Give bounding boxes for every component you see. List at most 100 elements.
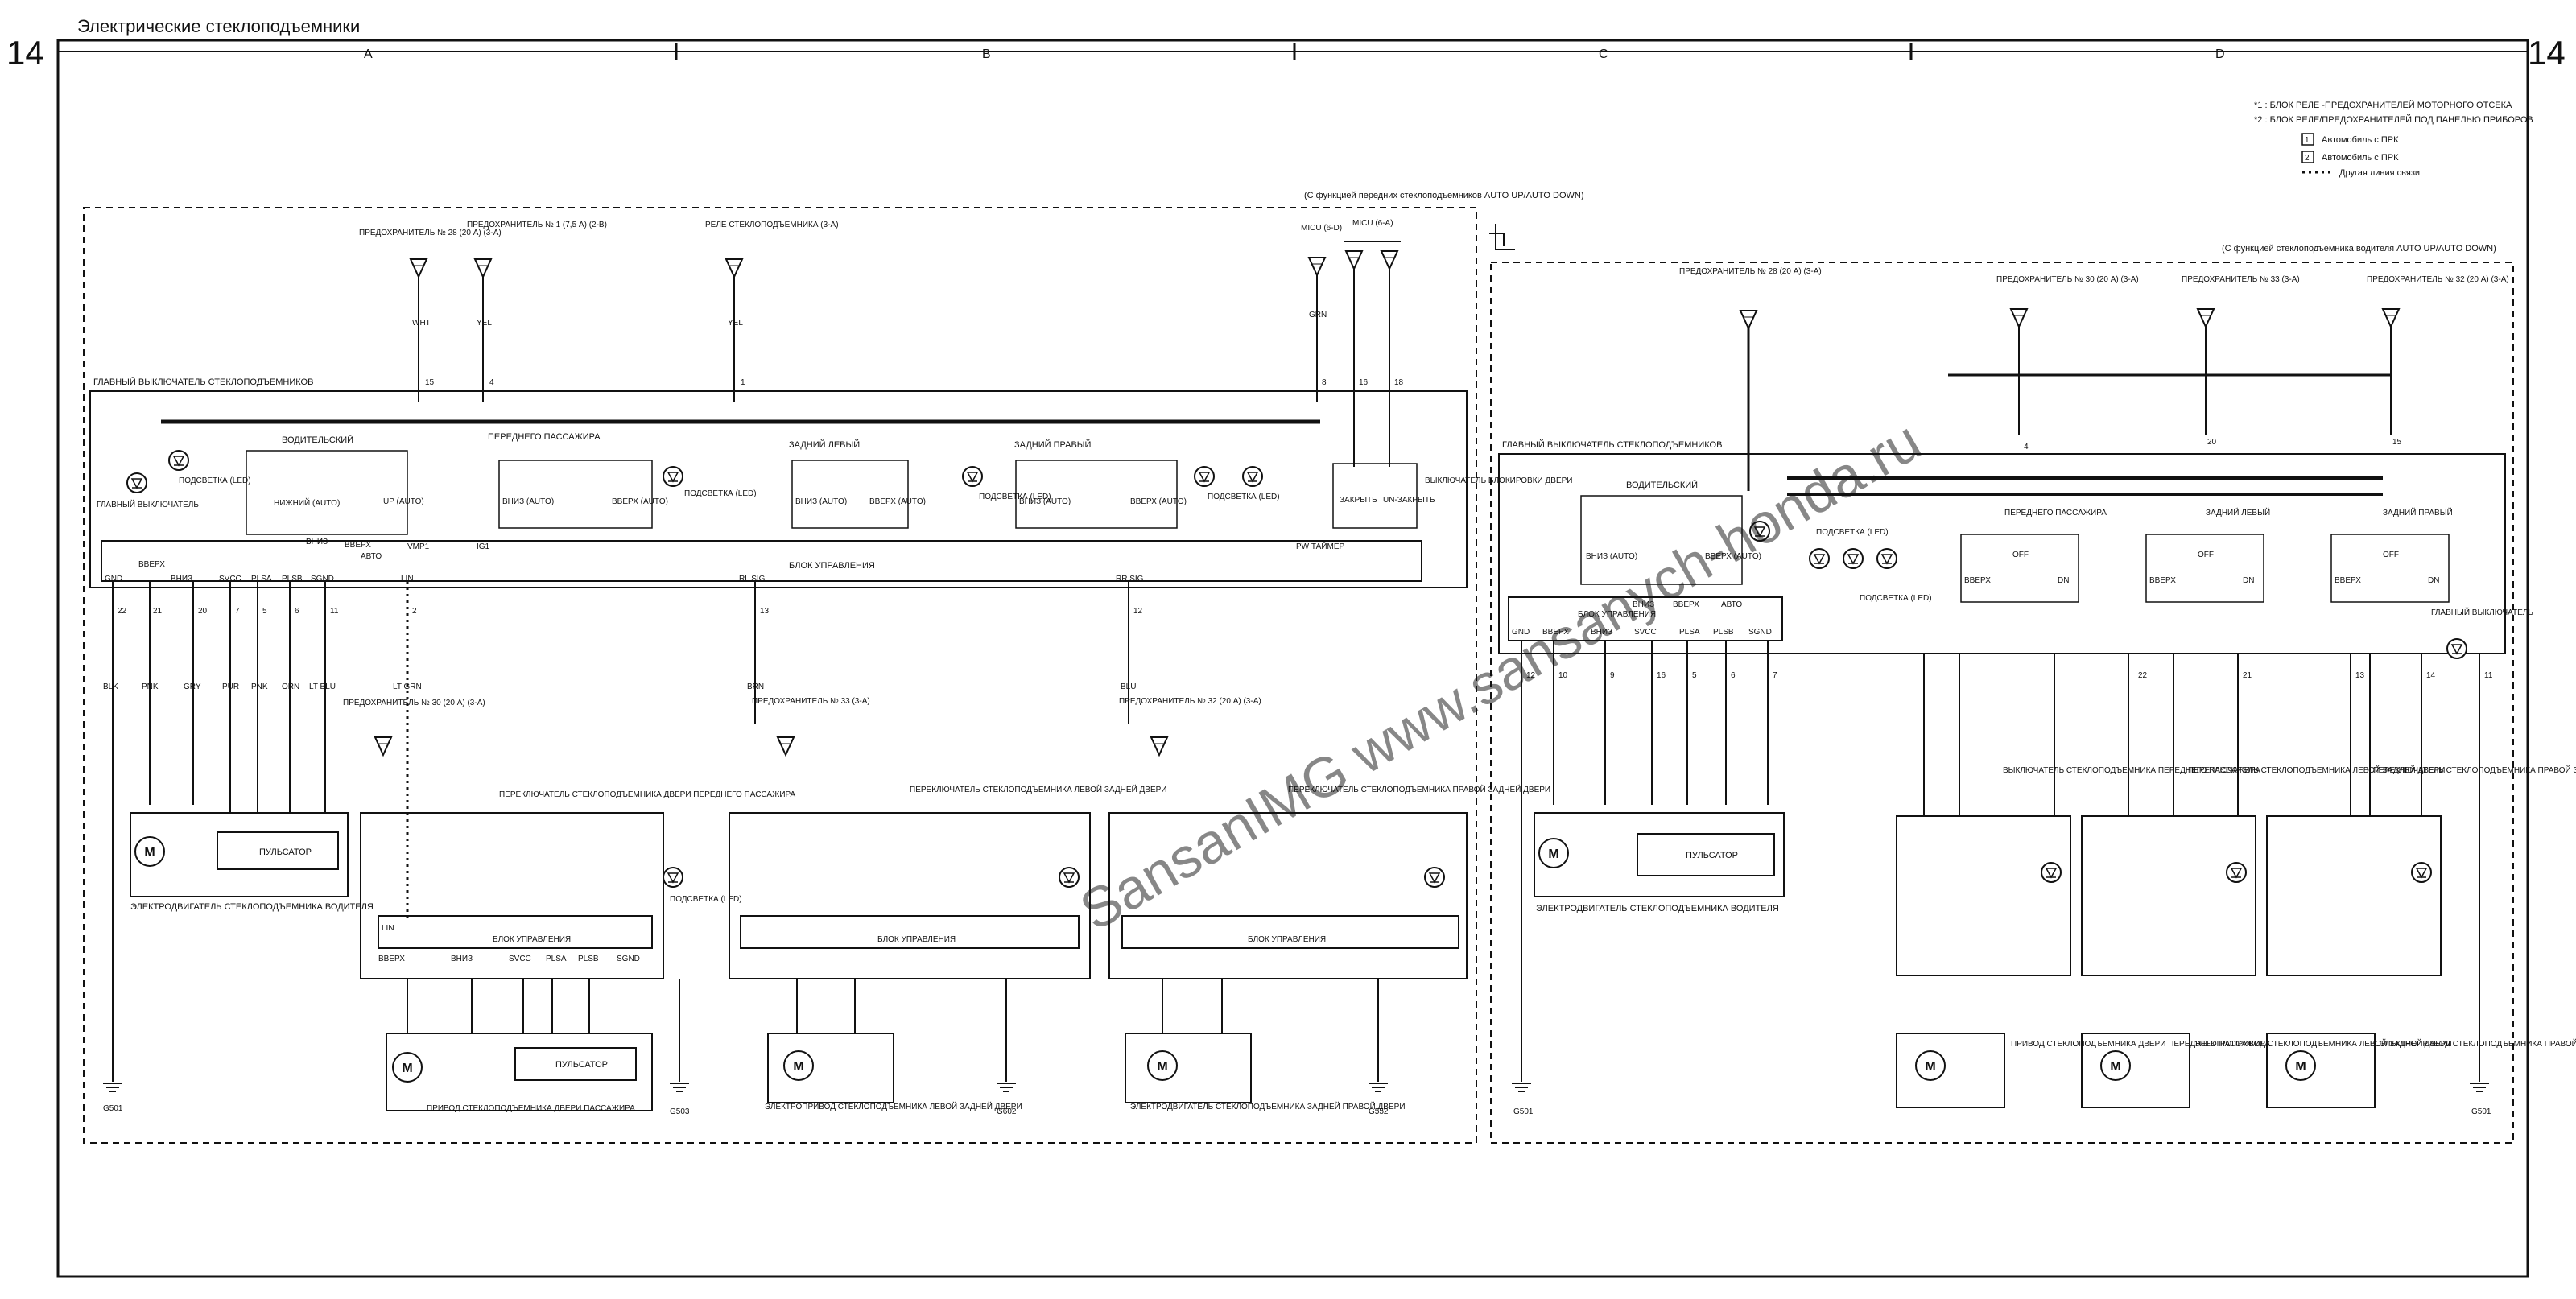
svg-text:ВВЕРХ (AUTO): ВВЕРХ (AUTO) (612, 497, 668, 506)
right-pin-labels: GND ВВЕРХ ВНИЗ SVCC PLSA PLSB SGND (1512, 628, 1772, 637)
svg-text:SGND: SGND (1748, 628, 1772, 637)
svg-text:ВНИЗ: ВНИЗ (1591, 628, 1612, 637)
svg-text:АВТО: АВТО (1721, 600, 1742, 609)
svg-text:11: 11 (330, 607, 339, 616)
svg-text:RR SIG: RR SIG (1116, 575, 1144, 584)
svg-text:LIN: LIN (401, 575, 414, 584)
svg-text:ВВЕРХ: ВВЕРХ (1542, 628, 1569, 637)
fp-switch-label: ПЕРЕКЛЮЧАТЕЛЬ СТЕКЛОПОДЪЕМНИКА ДВЕРИ ПЕР… (499, 790, 796, 799)
svg-text:ВОДИТЕЛЬСКИЙ: ВОДИТЕЛЬСКИЙ (1626, 480, 1698, 490)
svg-text:PLSB: PLSB (1713, 628, 1734, 637)
svg-text:ВНИЗ: ВНИЗ (451, 955, 473, 963)
svg-text:20: 20 (198, 607, 208, 616)
left-control-unit-label: БЛОК УПРАВЛЕНИЯ (789, 561, 875, 571)
svg-text:ПРЕДОХРАНИТЕЛЬ № 30 (20 А) (3-: ПРЕДОХРАНИТЕЛЬ № 30 (20 А) (3-А) (1996, 275, 2139, 284)
key-other-line: Другая линия связи (2339, 168, 2420, 178)
svg-text:ПРЕДОХРАНИТЕЛЬ № 28 (20 А) (3-: ПРЕДОХРАНИТЕЛЬ № 28 (20 А) (3-А) (1679, 267, 1822, 276)
svg-text:9: 9 (1610, 671, 1615, 680)
svg-text:БЛОК УПРАВЛЕНИЯ: БЛОК УПРАВЛЕНИЯ (877, 935, 956, 944)
svg-text:LIN: LIN (382, 924, 394, 933)
svg-text:IG1: IG1 (477, 542, 490, 551)
svg-text:ВВЕРХ: ВВЕРХ (345, 541, 371, 550)
front-pass-label: ПЕРЕДНЕГО ПАССАЖИРА (488, 432, 601, 442)
svg-text:VMP1: VMP1 (407, 542, 430, 551)
fuse-28-label: ПРЕДОХРАНИТЕЛЬ № 28 (20 А) (3-А) (359, 229, 502, 237)
right-fuses: ПРЕДОХРАНИТЕЛЬ № 28 (20 А) (3-А) ПРЕДОХР… (1679, 267, 2509, 491)
svg-text:ORN: ORN (282, 682, 299, 691)
svg-text:OFF: OFF (2383, 551, 2399, 559)
svg-text:SGND: SGND (617, 955, 640, 963)
column-label: D (2215, 47, 2225, 61)
svg-text:SVCC: SVCC (509, 955, 531, 963)
left-pin-labels: GND ВВЕРХ ВНИЗ SVCC PLSA PLSB SGND LIN R… (105, 541, 1345, 584)
svg-text:WHT: WHT (412, 319, 431, 328)
svg-text:ВВЕРХ: ВВЕРХ (138, 560, 165, 569)
right-drives: ПРИВОД СТЕКЛОПОДЪЕМНИКА ДВЕРИ ПЕРЕДНЕГО … (1511, 1033, 2576, 1116)
svg-text:4: 4 (2024, 443, 2029, 452)
svg-text:SVCC: SVCC (219, 575, 242, 584)
right-pin-numbers: 12 10 9 16 5 6 7 4 20 15 22 21 13 14 11 (1526, 438, 2493, 680)
svg-text:BLU: BLU (1121, 682, 1136, 691)
svg-text:ВНИЗ: ВНИЗ (1633, 600, 1654, 609)
svg-text:ВНИЗ: ВНИЗ (306, 538, 328, 546)
svg-text:ВВЕРХ (AUTO): ВВЕРХ (AUTO) (869, 497, 926, 506)
left-fuses: ПРЕДОХРАНИТЕЛЬ № 28 (20 А) (3-А) ПРЕДОХР… (359, 219, 1401, 467)
svg-text:ЗАКРЫТЬ: ЗАКРЫТЬ (1340, 496, 1377, 505)
svg-text:15: 15 (425, 378, 435, 387)
svg-text:DN: DN (2243, 576, 2254, 585)
svg-text:ВВЕРХ: ВВЕРХ (1964, 576, 1991, 585)
svg-text:ВВЕРХ: ВВЕРХ (1673, 600, 1699, 609)
svg-text:ПЕРЕДНЕГО ПАССАЖИРА: ПЕРЕДНЕГО ПАССАЖИРА (2004, 509, 2107, 518)
svg-text:ПУЛЬСАТОР: ПУЛЬСАТОР (555, 1060, 608, 1070)
svg-text:ПОДСВЕТКА (LED): ПОДСВЕТКА (LED) (1208, 493, 1280, 501)
svg-text:SGND: SGND (311, 575, 334, 584)
svg-text:ВНИЗ: ВНИЗ (171, 575, 192, 584)
svg-text:ЭЛЕКТРОПРИВОД СТЕКЛОПОДЪЕМНИКА: ЭЛЕКТРОПРИВОД СТЕКЛОПОДЪЕМНИКА ПРАВОЙ ЗА… (2380, 1038, 2576, 1049)
svg-text:BRN: BRN (747, 682, 764, 691)
svg-text:ВВЕРХ: ВВЕРХ (2149, 576, 2176, 585)
left-wire-colors: BLK PNK GRY PUR PNK ORN LT BLU LT GRN BR… (103, 311, 1327, 691)
left-wires (112, 581, 1129, 1082)
fp-drive-label: ПРИВОД СТЕКЛОПОДЪЕМНИКА ДВЕРИ ПАССАЖИРА (427, 1104, 635, 1113)
backlight-label: ПОДСВЕТКА (LED) (179, 476, 251, 485)
svg-text:ЗАДНИЙ ПРАВЫЙ: ЗАДНИЙ ПРАВЫЙ (2383, 507, 2453, 518)
svg-text:OFF: OFF (2013, 551, 2029, 559)
svg-text:RL SIG: RL SIG (739, 575, 766, 584)
left-switch-groups: ГЛАВНЫЙ ВЫКЛЮЧАТЕЛЬ ПОДСВЕТКА (LED) ВОДИ… (97, 432, 1573, 561)
svg-text:13: 13 (760, 607, 770, 616)
svg-text:6: 6 (295, 607, 299, 616)
svg-text:ВНИЗ (AUTO): ВНИЗ (AUTO) (502, 497, 554, 506)
svg-text:GRN: GRN (1309, 311, 1327, 320)
svg-text:YEL: YEL (477, 319, 492, 328)
note-2: *2 : БЛОК РЕЛЕ/ПРЕДОХРАНИТЕЛЕЙ ПОД ПАНЕЛ… (2254, 114, 2533, 125)
svg-text:LT BLU: LT BLU (309, 682, 336, 691)
svg-text:БЛОК УПРАВЛЕНИЯ: БЛОК УПРАВЛЕНИЯ (493, 935, 571, 944)
svg-text:UN-ЗАКРЫТЬ: UN-ЗАКРЫТЬ (1383, 496, 1435, 505)
rl-switch-label: ПЕРЕКЛЮЧАТЕЛЬ СТЕКЛОПОДЪЕМНИКА ЛЕВОЙ ЗАД… (910, 784, 1167, 794)
right-switch-groups: ВОДИТЕЛЬСКИЙ ВНИЗ (AUTO) ВВЕРХ (AUTO) ВН… (1580, 480, 2533, 659)
svg-text:1: 1 (741, 378, 745, 387)
svg-text:ПРЕДОХРАНИТЕЛЬ № 33 (3-А): ПРЕДОХРАНИТЕЛЬ № 33 (3-А) (2182, 275, 2300, 284)
svg-text:ЭЛЕКТРОДВИГАТЕЛЬ СТЕКЛОПОДЪЕМН: ЭЛЕКТРОДВИГАТЕЛЬ СТЕКЛОПОДЪЕМНИКА ВОДИТЕ… (1536, 904, 1779, 913)
svg-text:ВВЕРХ: ВВЕРХ (378, 955, 405, 963)
svg-text:ВВЕРХ: ВВЕРХ (2334, 576, 2361, 585)
column-label: C (1599, 47, 1608, 61)
svg-text:22: 22 (118, 607, 127, 616)
svg-text:PUR: PUR (222, 682, 239, 691)
left-driver-motor-box (130, 812, 349, 897)
svg-text:4: 4 (489, 378, 494, 387)
svg-text:21: 21 (153, 607, 163, 616)
svg-text:7: 7 (235, 607, 240, 616)
micu-2-label: MICU (6-A) (1352, 219, 1393, 228)
svg-text:PLSB: PLSB (578, 955, 599, 963)
svg-text:ПРИВОД СТЕКЛОПОДЪЕМНИКА ДВЕРИ: ПРИВОД СТЕКЛОПОДЪЕМНИКА ДВЕРИ ПЕРЕДНЕГО … (2011, 1040, 2270, 1049)
left-drives: ПУЛЬСАТОР ПРИВОД СТЕКЛОПОДЪЕМНИКА ДВЕРИ … (102, 979, 1406, 1116)
svg-text:22: 22 (2138, 671, 2148, 680)
page-number-right: 14 (2528, 34, 2566, 72)
svg-text:PNK: PNK (142, 682, 159, 691)
svg-text:ВНИЗ (AUTO): ВНИЗ (AUTO) (795, 497, 847, 506)
svg-text:ПРЕДОХРАНИТЕЛЬ № 30 (20 А) (3-: ПРЕДОХРАНИТЕЛЬ № 30 (20 А) (3-А) (343, 699, 485, 707)
svg-text:12: 12 (1133, 607, 1143, 616)
left-driver-motor-label: ЭЛЕКТРОДВИГАТЕЛЬ СТЕКЛОПОДЪЕМНИКА ВОДИТЕ… (130, 902, 374, 912)
svg-text:ПУЛЬСАТОР: ПУЛЬСАТОР (1686, 851, 1738, 860)
